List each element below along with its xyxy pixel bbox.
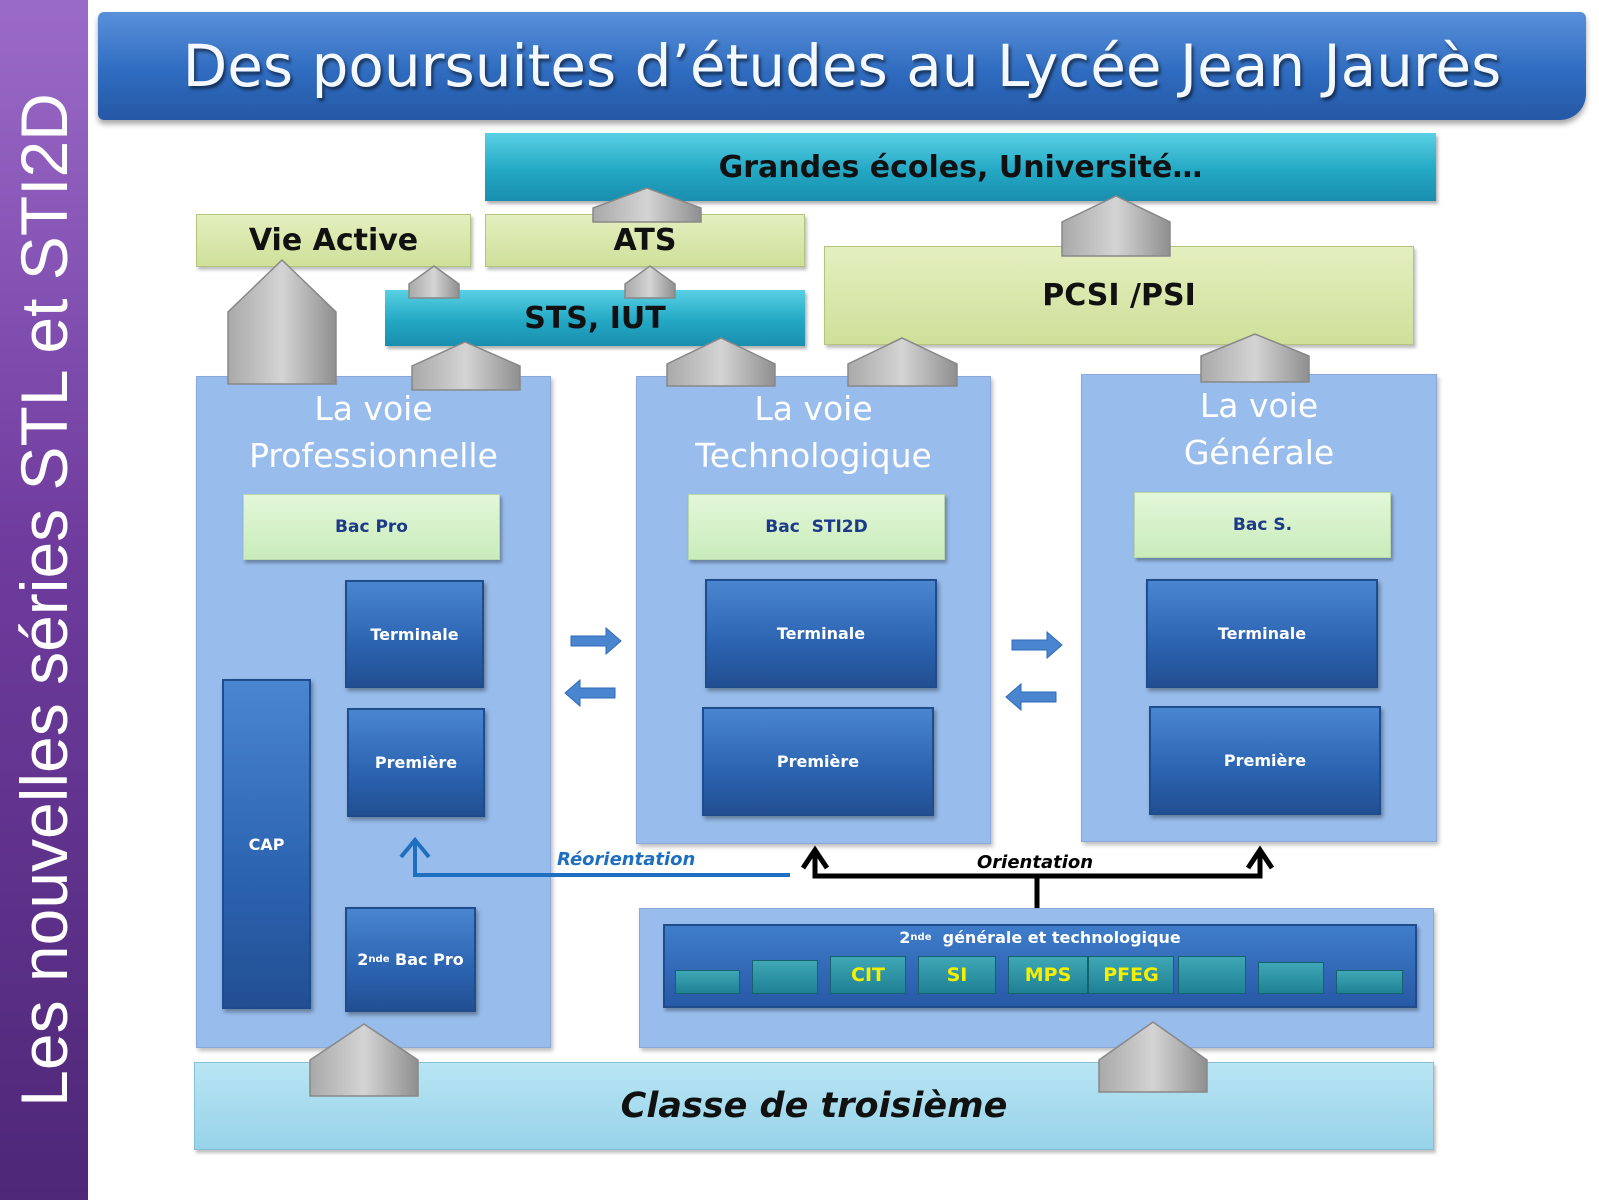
option-cell-2 xyxy=(752,960,818,994)
arrow-techno-to-generale xyxy=(1011,630,1063,660)
house-arrow-troisieme-pro xyxy=(309,1023,419,1097)
pro-terminale-box: Terminale xyxy=(345,580,484,688)
panel-techno-title-line2: Technologique xyxy=(695,436,932,475)
sts-iut-box: STS, IUT xyxy=(385,290,805,346)
side-band xyxy=(0,0,88,1200)
panel-techno-title: La voie Technologique xyxy=(636,384,991,480)
techno-terminale-box: Terminale xyxy=(705,579,937,688)
title-bar xyxy=(98,12,1586,120)
option-si: SI xyxy=(918,956,996,994)
orientation-arrow xyxy=(800,845,1275,908)
house-arrow-pro-sts xyxy=(411,341,521,391)
panel-generale-title-line2: Générale xyxy=(1183,433,1335,472)
orientation-label: Orientation xyxy=(977,852,1094,873)
house-arrow-pcsi-grandes xyxy=(1061,195,1171,257)
panel-generale-title: La voie Générale xyxy=(1081,381,1437,477)
generale-premiere-box: Première xyxy=(1149,706,1381,815)
house-arrow-troisieme-gt xyxy=(1098,1021,1208,1093)
option-mps: MPS xyxy=(1008,956,1088,994)
bac-pro-box: Bac Pro xyxy=(243,494,500,560)
house-arrow-sts-ats xyxy=(624,265,676,299)
house-arrow-techno-pcsi xyxy=(847,337,958,387)
option-cell-1 xyxy=(675,970,740,994)
reorientation-label: Réorientation xyxy=(557,849,696,870)
seconde-bac-pro-prefix: 2 xyxy=(357,950,369,969)
cap-box: CAP xyxy=(222,679,311,1009)
option-cell-7 xyxy=(1178,956,1246,994)
seconde-bac-pro-suffix: Bac Pro xyxy=(389,950,464,969)
panel-pro-title: La voie Professionnelle xyxy=(196,384,551,480)
panel-pro-title-line1: La voie xyxy=(314,389,433,428)
seconde-gt-prefix: 2 xyxy=(899,927,911,947)
panel-generale-title-line1: La voie xyxy=(1199,386,1319,425)
option-cell-9 xyxy=(1336,970,1403,994)
reorientation-arrow xyxy=(413,842,790,877)
seconde-bac-pro-sup: nde xyxy=(368,954,390,965)
techno-premiere-box: Première xyxy=(702,707,934,816)
seconde-gt-suffix: générale et technologique xyxy=(931,927,1181,947)
vie-active-box: Vie Active xyxy=(196,214,471,267)
option-cell-8 xyxy=(1258,962,1324,994)
pro-premiere-box: Première xyxy=(347,708,485,817)
option-cit: CIT xyxy=(830,956,906,994)
house-arrow-vie-active xyxy=(227,258,337,385)
panel-techno-title-line1: La voie xyxy=(754,389,873,428)
arrow-techno-to-pro xyxy=(564,678,616,708)
arrow-generale-to-techno xyxy=(1005,682,1057,712)
page-title: Des poursuites d’études au Lycée Jean Ja… xyxy=(182,32,1502,100)
arrow-pro-to-techno xyxy=(570,626,622,656)
house-arrow-sts-vie xyxy=(408,265,460,299)
seconde-gt-sup: nde xyxy=(910,931,932,943)
house-arrow-generale-pcsi xyxy=(1200,333,1310,383)
house-arrow-techno-sts xyxy=(666,337,776,387)
house-arrow-ats-grandes xyxy=(592,187,702,223)
bac-s-box: Bac S. xyxy=(1134,492,1391,558)
generale-terminale-box: Terminale xyxy=(1146,579,1378,688)
bac-sti2d-box: Bac STI2D xyxy=(688,494,945,560)
option-pfeg: PFEG xyxy=(1088,956,1174,994)
ats-box: ATS xyxy=(485,214,805,267)
panel-pro-title-line2: Professionnelle xyxy=(249,436,498,475)
